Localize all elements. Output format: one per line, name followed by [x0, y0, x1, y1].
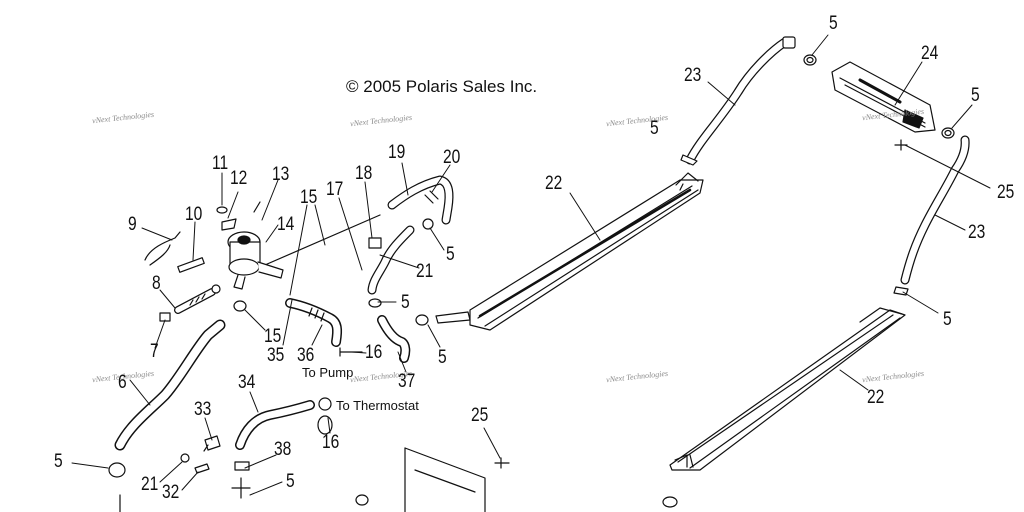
hose-clamps [108, 54, 955, 478]
nut-21 [180, 453, 190, 463]
coolant-tube-upper [435, 172, 704, 331]
callout-25: 25 [471, 405, 489, 426]
bleeder-13 [253, 201, 261, 213]
hose-6 [114, 319, 226, 451]
hose-8 [159, 284, 221, 322]
hose-34 [235, 400, 315, 450]
leader-line [257, 214, 381, 269]
callout-11: 11 [212, 153, 229, 174]
callout-35: 35 [267, 345, 285, 366]
callout-14: 14 [277, 214, 295, 235]
callout-5: 5 [650, 118, 659, 139]
callout-13: 13 [272, 164, 290, 185]
callout-10: 10 [185, 204, 203, 225]
callout-21: 21 [416, 261, 434, 282]
hose-19-20 [387, 175, 454, 225]
cap-11 [221, 218, 237, 231]
callout-23: 23 [968, 222, 986, 243]
callout-38: 38 [274, 439, 292, 460]
callout-17: 17 [326, 179, 344, 200]
callout-22: 22 [867, 387, 885, 408]
radiator-bracket-24 [831, 61, 936, 133]
callout-5: 5 [54, 451, 63, 472]
callout-36: 36 [297, 345, 315, 366]
callout-22: 22 [545, 173, 563, 194]
callout-15: 15 [264, 326, 282, 347]
callout-16: 16 [322, 432, 340, 453]
hose-17 [367, 225, 415, 295]
callout-5: 5 [438, 347, 447, 368]
hose-23-right [893, 135, 970, 296]
hose-36 [285, 298, 343, 347]
bolt-32 [194, 463, 210, 474]
callout-18: 18 [355, 163, 373, 184]
callout-5: 5 [401, 292, 410, 313]
callout-5: 5 [446, 244, 455, 265]
shroud [404, 447, 486, 512]
bottom-clamp [662, 496, 678, 508]
callout-7: 7 [150, 341, 159, 362]
callout-19: 19 [388, 142, 406, 163]
to-thermostat-label: To Thermostat [336, 398, 419, 413]
rod-10 [177, 257, 205, 273]
screw-25-lower [494, 457, 510, 469]
callout-23: 23 [684, 65, 702, 86]
callout-32: 32 [162, 482, 180, 503]
hose-37 [377, 315, 411, 363]
callout-8: 8 [152, 273, 161, 294]
callout-20: 20 [443, 147, 461, 168]
callout-5: 5 [829, 13, 838, 34]
bottom-clamp-left [355, 494, 369, 506]
leader-lines [71, 34, 991, 496]
clip-18 [368, 237, 382, 249]
clip-9 [144, 231, 181, 266]
to-pump-label: To Pump [302, 365, 354, 380]
callout-21: 21 [141, 474, 159, 495]
copyright-text: © 2005 Polaris Sales Inc. [346, 77, 538, 96]
callout-33: 33 [194, 399, 212, 420]
callout-24: 24 [921, 43, 939, 64]
callout-5: 5 [286, 471, 295, 492]
clamp-33 [203, 435, 221, 452]
callout-25: 25 [997, 182, 1015, 203]
callout-37: 37 [398, 371, 416, 392]
callout-34: 34 [238, 372, 256, 393]
callout-9: 9 [128, 214, 137, 235]
callout-5: 5 [971, 85, 980, 106]
callout-6: 6 [118, 372, 127, 393]
tee-38 [231, 461, 251, 499]
callout-12: 12 [230, 168, 248, 189]
callout-15: 15 [300, 187, 318, 208]
callout-5: 5 [943, 309, 952, 330]
hose-23-upper [680, 36, 796, 166]
callout-16: 16 [365, 342, 383, 363]
seal-12 [216, 206, 228, 214]
coolant-tube-lower [669, 307, 906, 471]
thermostat-housing-14 [227, 231, 284, 290]
